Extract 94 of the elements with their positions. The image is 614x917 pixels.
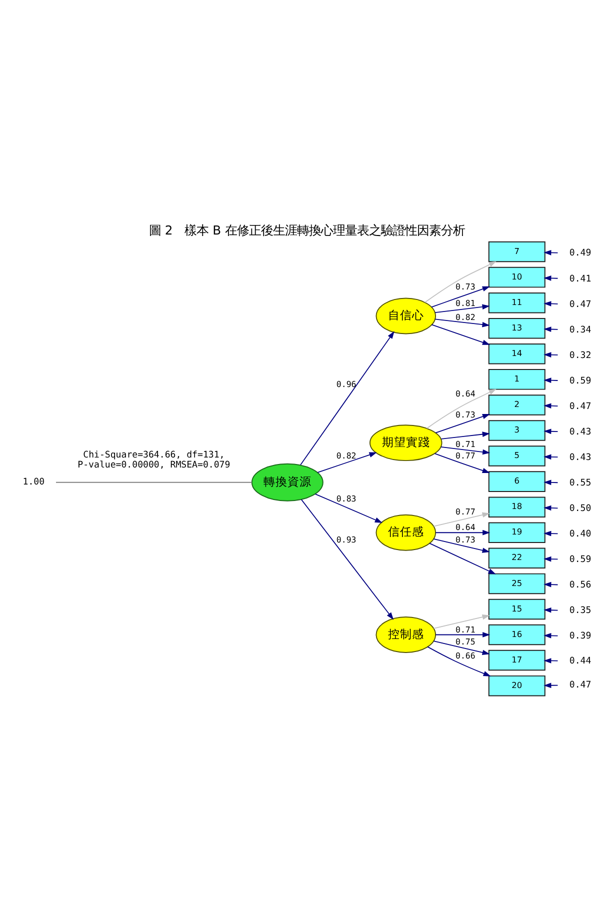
node-text: 1.00: [22, 478, 45, 488]
node-text: 0.47: [569, 402, 592, 412]
node-ellipse: 自信心: [376, 298, 436, 334]
edge-label: 0.83: [336, 493, 356, 504]
edge-label: 0.77: [456, 506, 476, 517]
edge-label: 0.82: [336, 450, 356, 460]
arrow: [434, 304, 490, 314]
arrow: [544, 505, 558, 511]
arrow: [431, 324, 490, 345]
arrow: [300, 331, 394, 466]
edge-label: 0.64: [456, 388, 476, 399]
edge-label: 0.66: [456, 650, 476, 661]
arrow: [434, 318, 490, 328]
edge-label: 0.75: [456, 636, 476, 647]
connector: [56, 482, 252, 483]
edge-label: 0.81: [456, 298, 476, 308]
label: Chi-Square=364.66, df=131, P-value=0.00000, RMSEA=0.079: [78, 450, 230, 470]
node-box: 14: [488, 344, 546, 364]
node-text: 0.34: [569, 325, 592, 336]
edge-label: 0.93: [336, 534, 356, 545]
node-text: 0.43: [569, 427, 592, 438]
node-text: 0.59: [569, 376, 592, 386]
node-box: 13: [488, 318, 546, 339]
arrow: [544, 326, 558, 332]
edge-label: 0.71: [456, 438, 476, 449]
node-text: 0.47: [569, 680, 592, 690]
node-box: 1: [488, 369, 546, 390]
arrow: [429, 542, 496, 574]
arrow: [427, 646, 491, 676]
node-text: 0.40: [569, 530, 592, 540]
node-text: 0.47: [569, 300, 592, 310]
arrow: [433, 614, 490, 629]
node-box: 16: [488, 624, 546, 646]
arrow: [435, 414, 490, 434]
arrow: [544, 582, 558, 588]
arrow: [433, 640, 490, 656]
node-box: 25: [488, 573, 546, 594]
node-box: 2: [488, 394, 546, 416]
arrow: [440, 446, 490, 455]
edge-label: 0.71: [456, 624, 476, 634]
arrow: [314, 494, 383, 523]
arrow: [544, 682, 558, 688]
arrow: [435, 530, 490, 536]
node-text: 0.59: [569, 555, 592, 566]
node-text: 0.56: [569, 580, 592, 591]
node-box: 7: [488, 241, 546, 262]
edge-label: 0.64: [456, 522, 476, 532]
node-text: 0.50: [569, 504, 592, 514]
arrow: [317, 452, 377, 473]
node-box: 22: [488, 548, 546, 569]
arrow: [544, 454, 558, 460]
node-box: 20: [488, 675, 546, 696]
node-box: 10: [488, 266, 546, 288]
node-box: 11: [488, 292, 546, 314]
arrow: [544, 428, 558, 434]
arrow: [433, 538, 490, 553]
edge-label: 0.77: [456, 450, 476, 460]
arrow: [544, 352, 558, 358]
arrow: [435, 632, 490, 638]
edge-label: 0.82: [456, 312, 476, 322]
arrow: [544, 480, 558, 486]
arrow: [434, 453, 490, 474]
node-box: 3: [488, 420, 546, 441]
arrow: [440, 432, 490, 440]
node-box: 19: [488, 522, 546, 543]
node-text: 0.35: [569, 606, 592, 616]
arrow: [544, 556, 558, 562]
arrow: [300, 499, 394, 620]
arrow: [544, 378, 558, 383]
diagram-title: 圖 2 樣本 B 在修正後生涯轉換心理量表之驗證性因素分析: [148, 223, 466, 238]
arrow: [424, 261, 496, 303]
node-text: 0.43: [569, 452, 592, 463]
node-box: 6: [488, 471, 546, 492]
node-box: 5: [488, 446, 546, 466]
arrow: [544, 530, 558, 536]
node-ellipse: 轉換資源: [251, 463, 324, 502]
edge-label: 0.73: [456, 282, 476, 292]
edge-label: 0.73: [456, 409, 476, 420]
node-text: 0.41: [569, 274, 592, 284]
arrow: [544, 403, 558, 409]
node-ellipse: 控制感: [376, 616, 436, 653]
node-box: 15: [488, 598, 546, 620]
node-text: 0.32: [569, 350, 592, 361]
node-text: 0.55: [569, 478, 592, 489]
node-box: 18: [488, 496, 546, 518]
edge-label: 0.73: [456, 534, 476, 545]
node-box: 17: [488, 650, 546, 671]
arrow: [426, 388, 496, 429]
node-text: 0.49: [569, 248, 592, 259]
arrow: [433, 512, 490, 527]
arrow: [431, 286, 490, 308]
node-text: 0.39: [569, 632, 592, 642]
edge-label: 0.96: [336, 378, 356, 389]
node-text: 0.44: [569, 656, 592, 666]
